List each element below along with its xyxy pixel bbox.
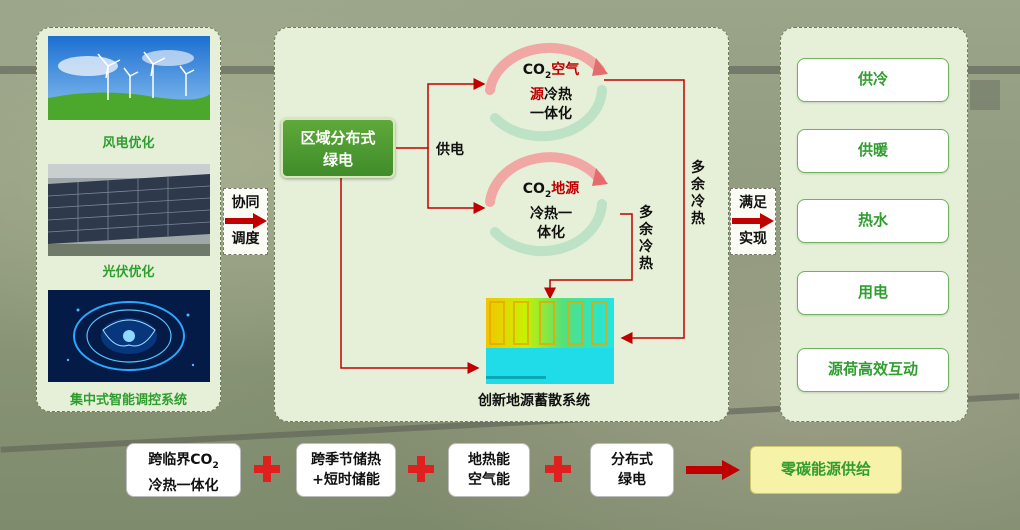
right-arrow-icon (732, 213, 774, 229)
control-system-label: 集中式智能调控系统 (69, 393, 187, 408)
green-power-line2: 绿电 (322, 151, 353, 169)
plus-icon (545, 456, 571, 482)
output-cooling: 供冷 (797, 58, 949, 102)
coordinate-label-1: 协同 (231, 195, 260, 211)
output-heating: 供暖 (797, 129, 949, 173)
brain-image (48, 290, 210, 382)
plus-icon (408, 456, 434, 482)
solar-image (48, 164, 210, 256)
wind-image (48, 36, 210, 120)
coordinate-arrow-box: 协同 调度 (223, 188, 268, 255)
ground-source-cycle (485, 152, 607, 256)
wind-label: 风电优化 (102, 136, 155, 151)
green-power-line1: 区域分布式 (300, 129, 376, 147)
plus-icon (254, 456, 280, 482)
bottom-box-geothermal: 地热能 空气能 (448, 443, 530, 497)
cycle-arrow-icon (592, 58, 608, 76)
surplus-label-outer: 多余冷热 (691, 160, 705, 227)
satisfy-label-2: 实现 (739, 231, 767, 247)
output-hot-water: 热水 (797, 199, 949, 243)
output-electricity: 用电 (797, 271, 949, 315)
surplus-label-inner: 多余冷热 (639, 205, 653, 272)
ground-source-label: CO2地源 冷热一 体化 (522, 181, 580, 241)
bottom-box-co2: 跨临界CO2 冷热一体化 (126, 443, 241, 497)
right-arrow-icon (224, 213, 267, 229)
coordinate-label-2: 调度 (231, 231, 260, 247)
solar-label: 光伏优化 (102, 265, 155, 280)
storage-caption: 创新地源蓄散系统 (478, 393, 590, 409)
building (970, 80, 1000, 110)
satisfy-arrow-box: 满足 实现 (730, 188, 776, 255)
bottom-box-distributed: 分布式 绿电 (590, 443, 674, 497)
satisfy-label-1: 满足 (739, 195, 767, 211)
zero-carbon-supply-box: 零碳能源供给 (750, 446, 902, 494)
power-supply-label: 供电 (436, 142, 464, 158)
cycle-arrow-icon (592, 168, 608, 186)
output-source-load-interaction: 源荷高效互动 (797, 348, 949, 392)
storage-heatmap-image (486, 298, 614, 384)
air-source-cycle (485, 43, 607, 142)
bottom-box-storage: 跨季节储热 +短时储能 (296, 443, 396, 497)
right-arrow-icon (686, 460, 740, 480)
air-source-label: CO2空气 源冷热 一体化 (522, 62, 580, 122)
regional-green-power-box: 区域分布式 绿电 (281, 118, 395, 178)
